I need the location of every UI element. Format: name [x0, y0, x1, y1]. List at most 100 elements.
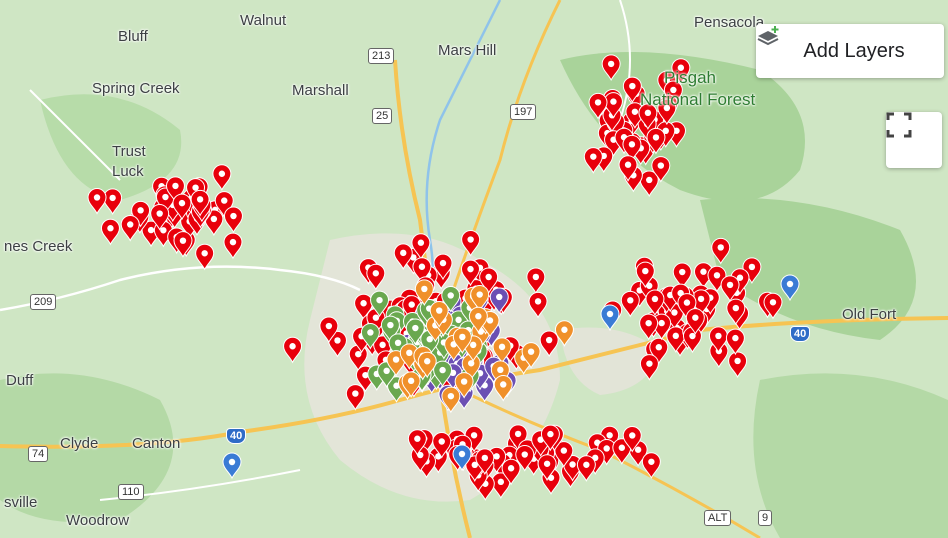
add-layers-button[interactable]: Add Layers [756, 24, 944, 78]
red-location-pin[interactable] [87, 187, 107, 215]
red-location-pin[interactable] [327, 330, 347, 358]
red-location-pin[interactable] [319, 316, 339, 344]
red-location-pin[interactable] [583, 147, 603, 174]
red-location-pin[interactable] [622, 76, 642, 104]
red-location-pin[interactable] [190, 189, 210, 217]
red-location-pin[interactable] [685, 308, 705, 335]
orange-location-pin[interactable] [429, 301, 449, 328]
red-location-pin[interactable] [366, 263, 386, 291]
red-location-pin[interactable] [100, 218, 120, 246]
red-location-pin[interactable] [711, 237, 731, 265]
red-location-pin[interactable] [165, 176, 185, 204]
red-location-pin[interactable] [283, 336, 303, 364]
red-location-pin[interactable] [528, 291, 548, 319]
red-location-pin[interactable] [672, 262, 692, 290]
fullscreen-button[interactable] [886, 112, 942, 168]
red-location-pin[interactable] [354, 293, 374, 321]
red-location-pin[interactable] [563, 455, 583, 482]
red-location-pin[interactable] [597, 438, 617, 466]
red-location-pin[interactable] [639, 313, 659, 341]
red-location-pin[interactable] [195, 243, 215, 271]
orange-location-pin[interactable] [441, 386, 461, 414]
red-location-pin[interactable] [491, 472, 511, 499]
purple-location-pin[interactable] [489, 287, 509, 315]
orange-location-pin[interactable] [399, 343, 419, 370]
red-location-pin[interactable] [526, 267, 546, 295]
orange-location-pin[interactable] [468, 306, 488, 334]
red-location-pin[interactable] [725, 328, 745, 356]
red-location-pin[interactable] [433, 253, 453, 281]
green-location-pin[interactable] [441, 285, 461, 313]
red-location-pin[interactable] [501, 458, 521, 486]
red-location-pin[interactable] [407, 429, 427, 456]
red-location-pin[interactable] [620, 290, 640, 318]
red-location-pin[interactable] [649, 337, 669, 365]
red-location-pin[interactable] [460, 259, 480, 287]
red-location-pin[interactable] [223, 206, 243, 234]
red-location-pin[interactable] [150, 204, 170, 231]
orange-location-pin[interactable] [493, 374, 513, 402]
orange-location-pin[interactable] [521, 342, 541, 369]
red-location-pin[interactable] [554, 441, 574, 468]
red-location-pin[interactable] [720, 275, 740, 303]
orange-location-pin[interactable] [554, 320, 574, 347]
red-location-pin[interactable] [461, 230, 481, 257]
red-location-pin[interactable] [475, 448, 495, 476]
orange-location-pin[interactable] [414, 279, 434, 307]
red-location-pin[interactable] [120, 214, 140, 242]
red-location-pin[interactable] [622, 425, 642, 453]
red-location-pin[interactable] [479, 267, 499, 295]
red-location-pin[interactable] [666, 326, 686, 353]
red-location-pin[interactable] [223, 232, 243, 260]
red-location-pin[interactable] [204, 209, 224, 237]
blue-location-pin[interactable] [600, 304, 620, 332]
red-location-pin[interactable] [622, 134, 642, 162]
red-location-pin[interactable] [726, 298, 746, 326]
red-location-pin[interactable] [393, 243, 413, 270]
orange-location-pin[interactable] [470, 285, 490, 312]
red-location-pin[interactable] [639, 170, 659, 198]
red-location-pin[interactable] [657, 98, 677, 126]
blue-location-pin[interactable] [452, 444, 472, 472]
red-location-pin[interactable] [412, 257, 432, 284]
red-location-pin[interactable] [537, 454, 557, 481]
red-location-pin[interactable] [638, 103, 658, 130]
red-location-pin[interactable] [708, 326, 728, 354]
red-location-pin[interactable] [103, 188, 123, 216]
red-location-pin[interactable] [763, 292, 783, 320]
orange-location-pin[interactable] [401, 371, 421, 398]
red-location-pin[interactable] [576, 455, 596, 482]
red-location-pin[interactable] [345, 384, 365, 411]
red-location-pin[interactable] [646, 127, 666, 155]
red-location-pin[interactable] [639, 354, 659, 381]
green-location-pin[interactable] [405, 318, 425, 346]
red-location-pin[interactable] [601, 54, 621, 82]
red-location-pin[interactable] [173, 231, 193, 258]
orange-location-pin[interactable] [386, 350, 406, 377]
red-location-pin[interactable] [515, 445, 535, 472]
green-location-pin[interactable] [370, 290, 390, 318]
red-location-pin[interactable] [172, 193, 192, 221]
blue-location-pin[interactable] [222, 452, 242, 480]
red-location-pin[interactable] [641, 452, 661, 479]
red-location-pin[interactable] [588, 92, 608, 120]
red-location-pin[interactable] [603, 92, 623, 119]
green-location-pin[interactable] [360, 322, 380, 350]
orange-location-pin[interactable] [454, 372, 474, 399]
red-location-pin[interactable] [728, 351, 748, 379]
orange-location-pin[interactable] [492, 337, 512, 364]
red-location-pin[interactable] [212, 164, 232, 191]
red-location-pin[interactable] [411, 233, 431, 260]
red-location-pin[interactable] [645, 289, 665, 317]
red-location-pin[interactable] [671, 58, 691, 85]
orange-location-pin[interactable] [452, 327, 472, 355]
red-location-pin[interactable] [635, 261, 655, 289]
green-location-pin[interactable] [433, 360, 453, 388]
orange-location-pin[interactable] [417, 351, 437, 379]
red-location-pin[interactable] [540, 424, 560, 452]
red-location-pin[interactable] [539, 330, 559, 358]
green-location-pin[interactable] [380, 315, 400, 343]
red-location-pin[interactable] [432, 432, 452, 459]
blue-location-pin[interactable] [780, 274, 800, 302]
